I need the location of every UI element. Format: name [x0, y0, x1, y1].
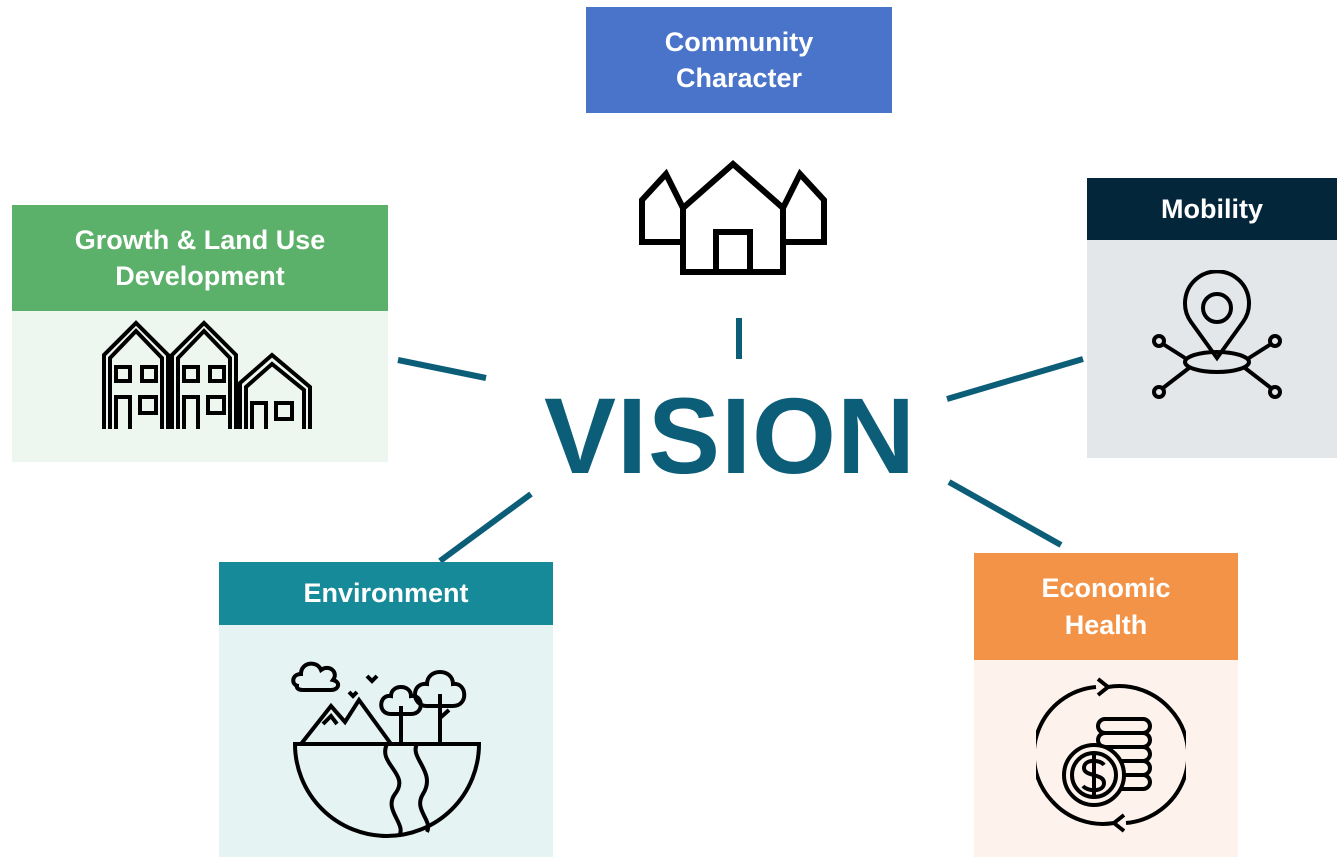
environment-body	[219, 625, 553, 857]
connector-economic	[947, 479, 1063, 548]
economic-health-header: Economic Health	[974, 553, 1238, 660]
townhouses-icon	[100, 317, 315, 432]
growth-land-use-title-line2: Development	[115, 261, 285, 291]
growth-land-use-title-line1: Growth & Land Use	[74, 224, 326, 255]
connector-mobility	[946, 356, 1084, 402]
economic-health-card: Economic Health	[974, 553, 1238, 857]
environment-title: Environment	[303, 578, 469, 609]
environment-card: Environment	[219, 562, 553, 857]
community-character-title-line2: Character	[675, 63, 803, 93]
money-cycle-icon	[1036, 675, 1186, 835]
vision-center-label: VISION	[543, 374, 917, 496]
community-character-title-line1: Community	[664, 26, 814, 57]
mobility-header: Mobility	[1087, 178, 1337, 240]
houses-icon	[638, 160, 828, 280]
mobility-card: Mobility	[1087, 178, 1337, 458]
connector-environment	[438, 491, 533, 564]
community-character-card: Community Character	[586, 7, 892, 113]
growth-land-use-card: Growth & Land Use Development	[12, 205, 388, 462]
economic-health-title-line1: Economic	[1041, 573, 1171, 604]
economic-health-title-line2: Health	[1064, 609, 1148, 640]
connector-growth	[397, 357, 487, 381]
growth-land-use-header: Growth & Land Use Development	[12, 205, 388, 311]
location-network-icon	[1147, 270, 1287, 410]
community-character-header: Community Character	[586, 7, 892, 113]
mobility-title: Mobility	[1161, 193, 1263, 224]
landscape-icon	[287, 654, 487, 854]
environment-header: Environment	[219, 562, 553, 625]
